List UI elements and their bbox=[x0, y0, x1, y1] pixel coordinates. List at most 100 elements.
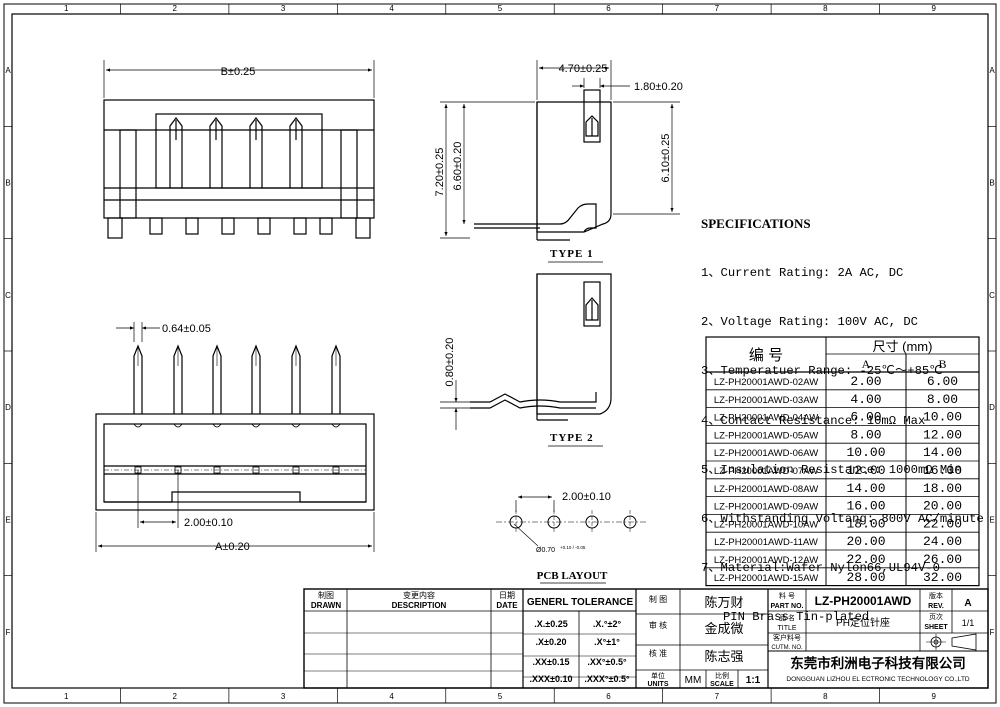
col-mark: 3 bbox=[281, 4, 286, 13]
spec-item: 7、Material:Wafer Nylon66,UL94V-0 bbox=[701, 561, 940, 576]
pcb-holes bbox=[509, 510, 637, 534]
table-value-a: 16.00 bbox=[846, 499, 885, 514]
tb-sheet-cn: 页次 bbox=[929, 612, 943, 621]
table-header-size: 尺寸 (mm) bbox=[873, 339, 933, 354]
pin bbox=[291, 344, 301, 414]
table-value-b: 12.00 bbox=[923, 427, 962, 442]
col-mark: 1 bbox=[64, 692, 69, 701]
dim-pin-width: 0.64±0.05 bbox=[162, 323, 211, 335]
tb-units-cn: 单位 bbox=[651, 671, 665, 680]
row-mark: F bbox=[990, 628, 995, 637]
col-mark: 5 bbox=[498, 4, 503, 13]
top-view bbox=[95, 344, 375, 511]
top-view-dims bbox=[95, 322, 375, 552]
tb-date-en: DATE bbox=[496, 601, 518, 610]
col-mark: 8 bbox=[823, 692, 828, 701]
tb-drawn-en: DRAWN bbox=[311, 601, 341, 610]
table-part-no: LZ-PH20001AWD-05AW bbox=[714, 430, 818, 441]
side-view-dims bbox=[440, 60, 680, 239]
table-value-a: 22.00 bbox=[846, 552, 885, 567]
table-part-no: LZ-PH20001AWD-11AW bbox=[714, 537, 818, 548]
row-mark: C bbox=[989, 291, 995, 300]
dim-b-label: B±0.25 bbox=[221, 66, 256, 78]
spec-item: 1、Current Rating: 2A AC, DC bbox=[701, 266, 904, 281]
table-value-a: 28.00 bbox=[846, 570, 885, 585]
pin-slot bbox=[173, 423, 183, 428]
tb-role: 审 核 bbox=[649, 620, 667, 630]
col-mark: 6 bbox=[606, 4, 611, 13]
pcb-pitch: 2.00±0.10 bbox=[562, 491, 611, 503]
tb-tol-angular: .XX°±0.5° bbox=[587, 657, 627, 667]
pcb-title: PCB LAYOUT bbox=[537, 570, 608, 582]
tb-tol-linear: .X±0.20 bbox=[536, 637, 567, 647]
tb-scale-en: SCALE bbox=[710, 681, 734, 688]
tb-scale-value: 1:1 bbox=[746, 675, 761, 686]
pin-slot bbox=[251, 423, 261, 428]
tb-tolerance-title: GENERL TOLERANCE bbox=[527, 597, 634, 608]
col-mark: 3 bbox=[281, 692, 286, 701]
table-value-a: 2.00 bbox=[850, 374, 881, 389]
tb-tol-linear: .XXX±0.10 bbox=[530, 674, 573, 684]
pcb-layout bbox=[496, 495, 646, 547]
tb-tol-angular: .XXX°±0.5° bbox=[584, 674, 630, 684]
row-mark: E bbox=[5, 516, 10, 525]
tb-partno-en: PART NO. bbox=[771, 603, 804, 610]
side-view-type1 bbox=[474, 89, 612, 241]
table-value-b: 16.00 bbox=[923, 463, 962, 478]
dim-side-h2: 6.60±0.20 bbox=[452, 142, 464, 191]
tb-partno-value: LZ-PH20001AWD bbox=[815, 594, 912, 608]
table-value-a: 10.00 bbox=[846, 445, 885, 460]
table-part-no: LZ-PH20001AWD-02AW bbox=[714, 377, 818, 388]
tb-rev-en: REV. bbox=[928, 603, 944, 610]
col-mark: 2 bbox=[172, 4, 177, 13]
tb-frame bbox=[303, 588, 989, 689]
col-mark: 8 bbox=[823, 4, 828, 13]
dim-side-slot: 1.80±0.20 bbox=[634, 81, 683, 93]
col-mark: 6 bbox=[606, 692, 611, 701]
pin bbox=[331, 344, 341, 414]
tb-units-value: MM bbox=[685, 675, 702, 686]
projection-symbol-icon bbox=[951, 633, 977, 651]
tb-tol-linear: .X.±0.25 bbox=[534, 619, 567, 629]
specifications: SPECIFICATIONS 1、Current Rating: 2A AC, … bbox=[701, 183, 991, 642]
pin-slot bbox=[331, 423, 341, 428]
table-value-a: 6.00 bbox=[850, 410, 881, 425]
pin bbox=[173, 344, 183, 414]
spec-item: 5、Insulation Resistance: 1000mΩ Min bbox=[701, 462, 962, 477]
pin bbox=[133, 344, 143, 414]
pcb-hole-tol: +0.10 / -0.05 bbox=[560, 545, 586, 550]
pcb-hole-dim: Ø0.70 bbox=[536, 547, 555, 554]
tb-tol-linear: .XX±0.15 bbox=[533, 657, 570, 667]
tb-company-en: DONGGUAN LIZHOU EL ECTRONIC TECHNOLOGY C… bbox=[786, 676, 970, 683]
col-mark: 7 bbox=[715, 692, 720, 701]
table-part-no: LZ-PH20001AWD-07AW bbox=[714, 466, 818, 477]
table-value-b: 24.00 bbox=[923, 534, 962, 549]
table-part-no: LZ-PH20001AWD-15AW bbox=[714, 573, 818, 584]
table-value-b: 6.00 bbox=[927, 374, 958, 389]
col-mark: 4 bbox=[389, 4, 394, 13]
table-value-a: 12.00 bbox=[846, 463, 885, 478]
tb-tol-angular: .X°±1° bbox=[594, 637, 620, 647]
table-part-no: LZ-PH20001AWD-10AW bbox=[714, 519, 818, 530]
tb-title-cn: 品 名 bbox=[779, 613, 795, 622]
row-mark: C bbox=[5, 291, 11, 300]
tb-date-cn: 日期 bbox=[499, 591, 515, 600]
pin-slot bbox=[133, 423, 143, 428]
dim-type2: 0.80±0.20 bbox=[444, 338, 456, 387]
table-value-b: 18.00 bbox=[923, 481, 962, 496]
pin-slot bbox=[291, 423, 301, 428]
tb-signer: 金成微 bbox=[704, 621, 743, 636]
tb-role: 制 图 bbox=[649, 594, 667, 604]
spec-item: 3、Temperatuer Range: -25℃～+85℃ bbox=[701, 364, 943, 379]
type2-label: TYPE 2 bbox=[550, 432, 594, 444]
table-value-b: 10.00 bbox=[923, 410, 962, 425]
tb-sheet-en: SHEET bbox=[924, 624, 948, 631]
tb-sheet-value: 1/1 bbox=[962, 618, 975, 628]
row-mark: B bbox=[5, 179, 10, 188]
dim-side-width: 4.70±0.25 bbox=[559, 63, 608, 75]
spec-item: 4、Contact Resistance: 10mΩ Max bbox=[701, 413, 926, 428]
pin bbox=[251, 344, 261, 414]
table-col-a: A bbox=[862, 357, 871, 371]
